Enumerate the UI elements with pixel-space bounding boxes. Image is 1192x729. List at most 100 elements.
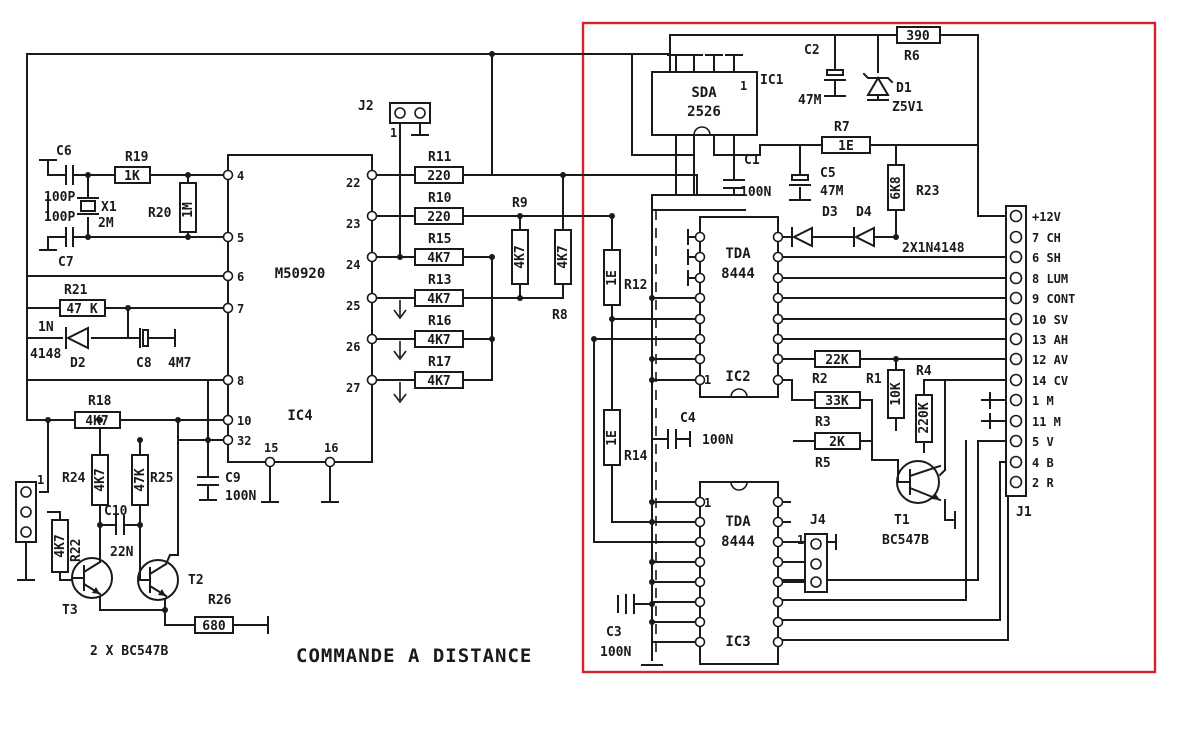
r18-ref: R18 xyxy=(88,394,112,409)
j1-pin-v: 5 V xyxy=(1032,435,1054,449)
d3-ref: D3 xyxy=(822,205,838,220)
c10-capacitor xyxy=(115,515,125,535)
ic4-pin-32: 32 xyxy=(237,434,251,448)
r21-value: 47 K xyxy=(66,302,97,317)
r17-value: 4K7 xyxy=(427,374,450,389)
r11-resistor xyxy=(414,166,464,184)
c4-value: 100N xyxy=(702,433,733,448)
d2-diode xyxy=(65,326,89,350)
r10-resistor xyxy=(414,207,464,225)
r2-resistor xyxy=(814,350,861,368)
j1-pin-lum: 8 LUM xyxy=(1032,272,1068,286)
ic3-notch xyxy=(730,481,748,491)
d2-value-line1: 1N xyxy=(38,320,54,335)
r21-resistor xyxy=(59,299,106,317)
d4-ref: D4 xyxy=(856,205,872,220)
ic2-ref: IC2 xyxy=(725,369,750,385)
ic4-pin-7: 7 xyxy=(237,302,244,316)
ic1-part-line1: SDA xyxy=(691,85,717,101)
r16-ref: R16 xyxy=(428,314,452,329)
c7-value: 100P xyxy=(44,210,75,225)
r3-resistor xyxy=(814,391,861,409)
r19-ref: R19 xyxy=(125,150,148,165)
j1-connector xyxy=(1005,205,1027,497)
r1-ref: R1 xyxy=(866,372,882,387)
r9-resistor xyxy=(511,229,529,285)
j4-ref: J4 xyxy=(810,513,826,528)
r10-ref: R10 xyxy=(428,191,452,206)
ic4-pin-27: 27 xyxy=(346,381,360,395)
r4-ref: R4 xyxy=(916,364,932,379)
r26-value: 680 xyxy=(202,619,226,634)
c6-ref: C6 xyxy=(56,144,72,159)
j2-pin1: 1 xyxy=(390,126,397,140)
junction-r12 xyxy=(609,213,615,219)
r19-value: 1K xyxy=(124,169,140,184)
r13-value: 4K7 xyxy=(427,292,450,307)
ic4-pin-4: 4 xyxy=(237,169,244,183)
r7-resistor xyxy=(821,136,871,154)
ic1-pin1: 1 xyxy=(740,79,747,93)
t1-ref: T1 xyxy=(894,513,910,528)
r16-value: 4K7 xyxy=(427,333,450,348)
r1-value: 10K xyxy=(889,382,904,406)
r26-resistor xyxy=(194,616,234,634)
ic3-ref: IC3 xyxy=(725,634,750,650)
ic1-body xyxy=(651,71,758,136)
r25-ref: R25 xyxy=(150,471,173,486)
r14-resistor xyxy=(603,409,621,466)
junction-d4 xyxy=(893,234,899,240)
c4-capacitor xyxy=(667,429,677,449)
r15-resistor xyxy=(414,248,464,266)
ic4-pins xyxy=(222,169,378,468)
d3-diode xyxy=(791,226,813,248)
r3-value: 33K xyxy=(825,394,849,409)
r16-resistor xyxy=(414,330,464,348)
ic1-ref: IC1 xyxy=(760,73,784,88)
ic4-ref: IC4 xyxy=(287,408,312,424)
ic2-part-line1: TDA xyxy=(725,246,751,262)
t1-transistor xyxy=(896,459,942,504)
r8-resistor xyxy=(554,229,572,285)
r25-value: 47K xyxy=(133,468,148,492)
r1-resistor xyxy=(887,369,905,419)
r12-resistor xyxy=(603,249,621,306)
ic4-pin-15: 15 xyxy=(264,441,278,455)
r6-resistor xyxy=(896,26,941,44)
r21-ref: R21 xyxy=(64,283,88,298)
junctions-mid xyxy=(45,51,566,613)
c9-capacitor xyxy=(197,476,219,486)
ic4-pin-23: 23 xyxy=(346,217,360,231)
r8-value: 4K7 xyxy=(556,245,571,268)
ic3-body xyxy=(699,481,779,665)
c8-ref: C8 xyxy=(136,356,152,371)
d1-zener xyxy=(862,72,894,96)
junction-ic2c xyxy=(649,377,655,383)
r5-resistor xyxy=(814,432,861,450)
r12-ref: R12 xyxy=(624,278,647,293)
j1-pin-cont: 9 CONT xyxy=(1032,292,1075,306)
c1-capacitor xyxy=(723,179,745,189)
j1-pin-b: 4 B xyxy=(1032,456,1054,470)
c2-ref: C2 xyxy=(804,43,820,58)
r23-resistor xyxy=(887,164,905,211)
r8-ref: R8 xyxy=(552,308,568,323)
c8-capacitor xyxy=(139,328,149,348)
r22-ref: R22 xyxy=(69,539,84,562)
ic2-pin1: 1 xyxy=(704,373,711,387)
j1-pin-12v: +12V xyxy=(1032,210,1061,224)
junction-r12b xyxy=(609,316,615,322)
r7-value: 1E xyxy=(838,139,854,154)
left-connector-pin1: 1 xyxy=(37,473,44,487)
j2-connector xyxy=(389,102,431,124)
j1-pin-av: 12 AV xyxy=(1032,353,1068,367)
r13-ref: R13 xyxy=(428,273,451,288)
junction-ic2a xyxy=(649,295,655,301)
r15-ref: R15 xyxy=(428,232,451,247)
c3-capacitor xyxy=(625,594,635,614)
r9-ref: R9 xyxy=(512,196,528,211)
r11-value: 220 xyxy=(427,169,451,184)
transistor-pair-note: 2 X BC547B xyxy=(90,644,168,659)
ic3-part-line1: TDA xyxy=(725,514,751,530)
c2-capacitor xyxy=(824,69,846,81)
